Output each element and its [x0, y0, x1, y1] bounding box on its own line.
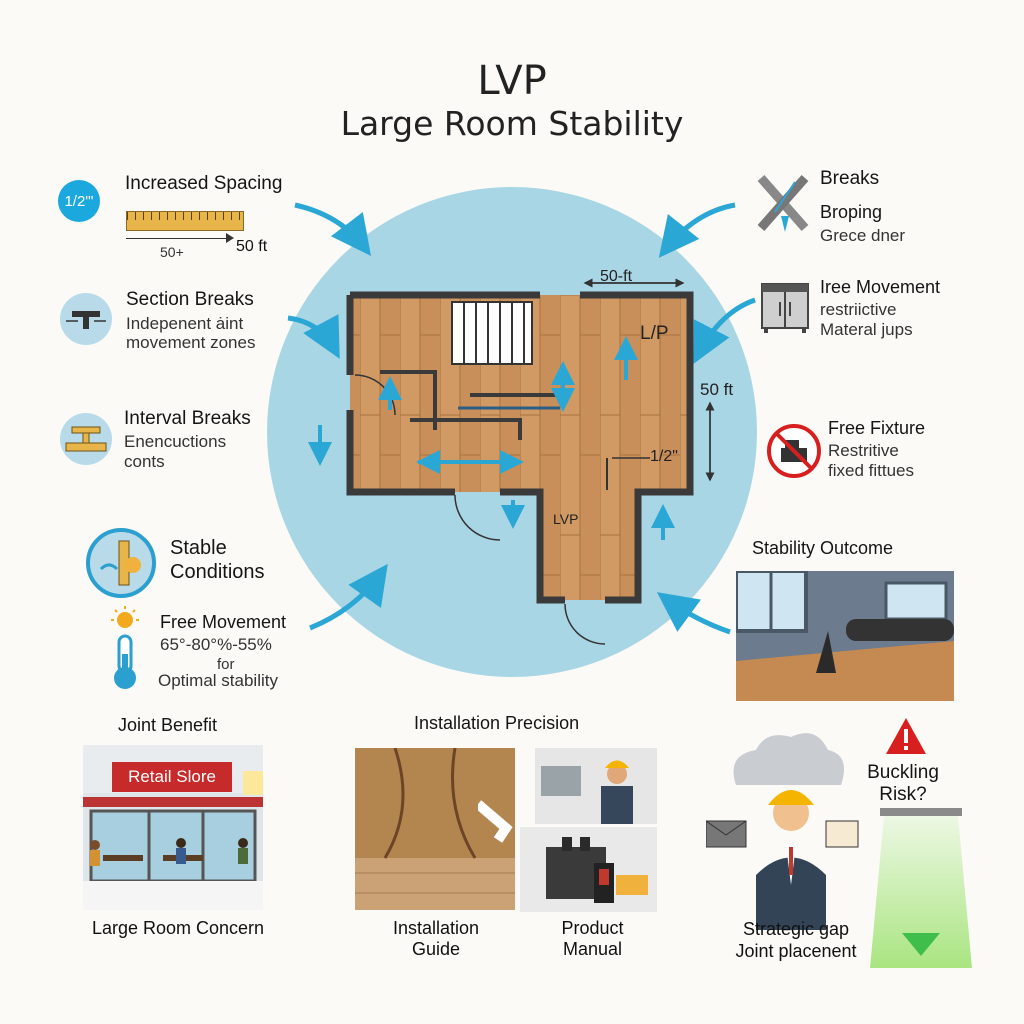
fixture-title: Free Fixture	[828, 418, 926, 438]
strategic-caption: Strategic gap Joint placenent	[735, 919, 857, 961]
engineer-illustration	[706, 733, 859, 930]
plan-label-half: 1/2"	[650, 448, 678, 465]
plan-dim-top: 50-ft	[600, 268, 633, 285]
breaks-title: Breaks	[820, 168, 880, 189]
stability-outcome-image	[736, 571, 954, 701]
stable-line1: Stable	[170, 537, 227, 559]
manual-caption: Product Manual	[561, 918, 624, 959]
thermometer-icon	[111, 606, 139, 689]
installation-floor-image	[355, 748, 515, 910]
worker-image	[535, 748, 657, 824]
product-manual-image	[520, 827, 657, 912]
free-movement-line2: for	[217, 656, 235, 673]
movement-line2: Materal jups	[820, 320, 913, 339]
joint-benefit-title: Joint Benefit	[118, 715, 218, 735]
ruler-right-label: 50 ft	[236, 238, 268, 255]
plan-label-lp: L/P	[640, 323, 669, 344]
floor-plan	[308, 278, 715, 645]
plan-label-lvp: LVP	[553, 511, 579, 527]
spotlight-beam	[870, 808, 972, 968]
buckling-risk-label: Buckling Risk?	[867, 762, 939, 805]
ruler-left-label: 50+	[160, 244, 184, 260]
outcome-title: Stability Outcome	[752, 538, 894, 558]
title-main: LVP	[477, 58, 547, 104]
ruler-icon	[126, 211, 244, 231]
spacing-arrowhead-icon	[226, 233, 234, 243]
store-caption: Large Room Concern	[91, 918, 265, 938]
fixture-line2: fixed fittues	[828, 461, 914, 480]
breaks-line1: Broping	[820, 202, 883, 222]
precision-arrow-icon	[478, 800, 513, 843]
broken-joint-icon	[757, 175, 809, 232]
section-breaks-line1: Indepenent ȧint	[126, 314, 244, 333]
section-breaks-title: Section Breaks	[126, 289, 254, 310]
free-movement-line1: 65°-80°%-55%	[160, 635, 272, 654]
guide-caption: Installation Guide	[392, 918, 480, 959]
precision-title: Installation Precision	[414, 713, 580, 733]
breaks-line2: Grece dner	[820, 226, 906, 245]
interval-breaks-line1: Enencuctions	[124, 432, 227, 451]
increased-spacing-title: Increased Spacing	[125, 173, 283, 194]
cabinet-icon	[761, 283, 809, 333]
free-movement-line3: Optimal stability	[158, 671, 278, 690]
movement-line1: restriictive	[820, 300, 897, 319]
free-movement-title: Free Movement	[160, 612, 287, 632]
half-inch-icon: 1/2"'	[58, 180, 100, 222]
title-sub: Large Room Stability	[340, 104, 684, 143]
movement-title: Iree Movement	[820, 277, 941, 297]
fixture-line1: Restritive	[828, 441, 899, 460]
store-sign: Retail Slore	[112, 762, 232, 792]
interval-breaks-title: Interval Breaks	[124, 408, 251, 429]
spacing-arrow	[126, 238, 230, 239]
stable-line2: Conditions	[170, 561, 265, 583]
no-fixture-icon	[767, 424, 821, 478]
section-break-icon	[60, 293, 112, 345]
section-breaks-line2: movement zones	[126, 333, 256, 352]
plan-dim-right: 50 ft	[700, 380, 734, 399]
stable-conditions-icon	[86, 528, 156, 598]
interval-break-icon	[60, 413, 112, 465]
interval-breaks-line2: conts	[124, 452, 165, 471]
warning-icon	[886, 718, 926, 754]
